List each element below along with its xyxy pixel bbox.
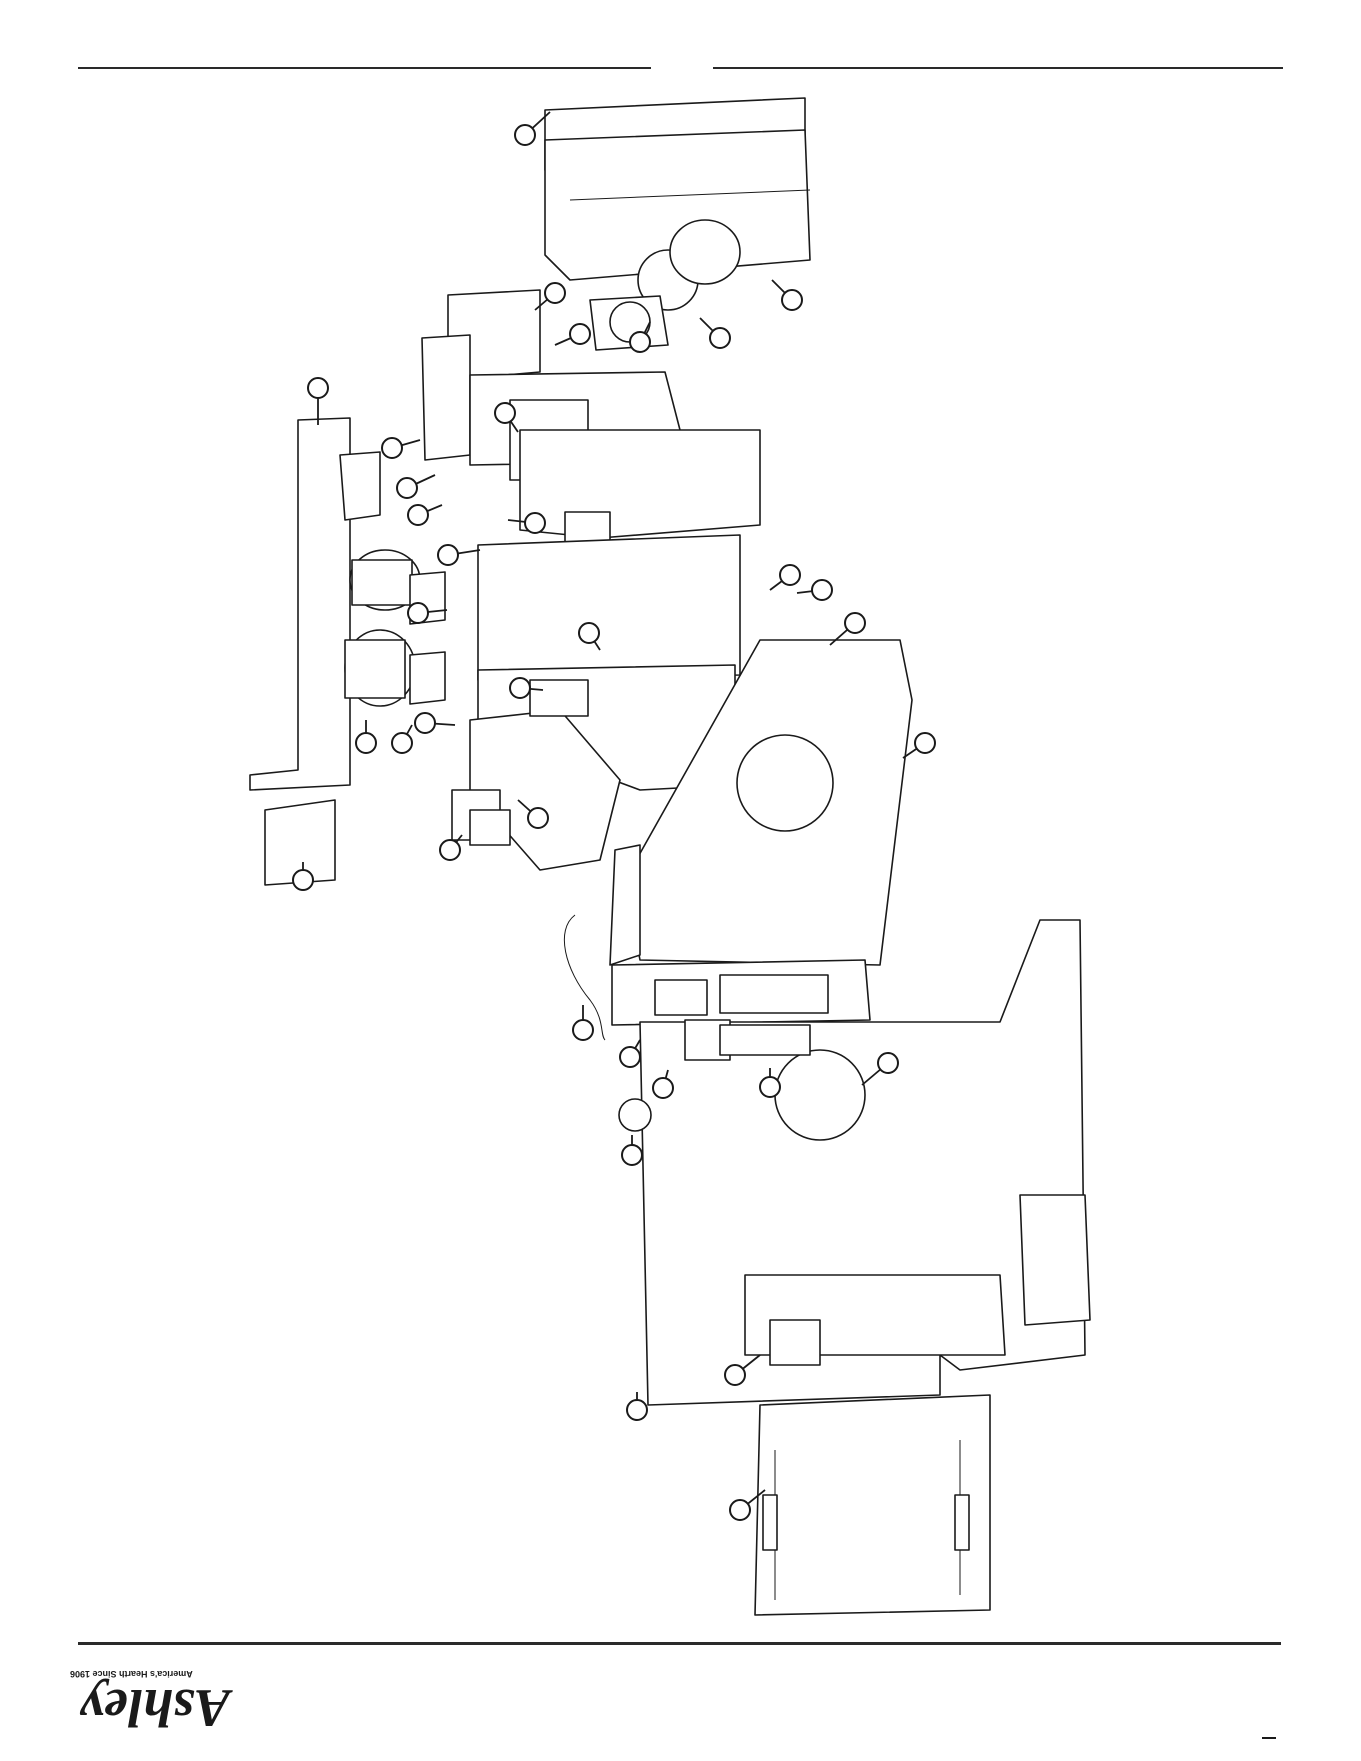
callout-marker	[415, 713, 455, 733]
brand-wordmark: Ashley	[70, 1681, 230, 1735]
callout-marker	[438, 545, 480, 565]
page-mark	[1262, 1737, 1276, 1739]
callout-circle	[630, 332, 650, 352]
callout-circle	[293, 870, 313, 890]
callout-circle	[515, 125, 535, 145]
base-rails	[755, 1395, 990, 1615]
callout-marker	[622, 1135, 642, 1165]
callout-circle	[730, 1500, 750, 1520]
callout-circle	[308, 378, 328, 398]
callout-circle	[397, 478, 417, 498]
top-flue-box	[545, 98, 810, 350]
lower-cabinet	[612, 920, 1090, 1405]
callout-circle	[653, 1078, 673, 1098]
callout-circle	[878, 1053, 898, 1073]
callout-circle	[845, 613, 865, 633]
callout-circle	[440, 840, 460, 860]
callout-marker	[555, 324, 590, 345]
callout-circle	[528, 808, 548, 828]
callout-circle	[620, 1047, 640, 1067]
callout-circle	[408, 603, 428, 623]
callout-circle	[356, 733, 376, 753]
blower-motor	[345, 550, 445, 706]
callout-marker	[408, 505, 442, 525]
callout-marker	[392, 725, 412, 753]
callout-circle	[782, 290, 802, 310]
callout-circle	[812, 580, 832, 600]
callout-marker	[700, 318, 730, 348]
callout-marker	[397, 475, 435, 498]
callout-marker	[573, 1005, 593, 1040]
callout-circle	[570, 324, 590, 344]
callout-circle	[525, 513, 545, 533]
callout-circle	[760, 1077, 780, 1097]
callout-circle	[545, 283, 565, 303]
callout-marker	[308, 378, 328, 425]
callout-circle	[622, 1145, 642, 1165]
ashley-logo: Ashley America's Hearth Since 1906	[70, 1655, 230, 1735]
callout-circle	[408, 505, 428, 525]
callout-circle	[392, 733, 412, 753]
callout-marker	[772, 280, 802, 310]
callout-circle	[627, 1400, 647, 1420]
callout-circle	[382, 438, 402, 458]
callout-circle	[495, 403, 515, 423]
callout-marker	[620, 1040, 640, 1067]
callout-circle	[915, 733, 935, 753]
callout-circle	[510, 678, 530, 698]
callout-circle	[438, 545, 458, 565]
callout-marker	[356, 720, 376, 753]
callout-marker	[770, 565, 800, 590]
callout-marker	[797, 580, 832, 600]
callout-circle	[780, 565, 800, 585]
callout-circle	[710, 328, 730, 348]
callout-marker	[440, 835, 462, 860]
callout-marker	[382, 438, 420, 458]
pressure-switch	[619, 1099, 651, 1131]
callout-circle	[415, 713, 435, 733]
callout-circle	[725, 1365, 745, 1385]
callout-marker	[627, 1392, 647, 1420]
callout-circle	[579, 623, 599, 643]
callout-circle	[573, 1020, 593, 1040]
